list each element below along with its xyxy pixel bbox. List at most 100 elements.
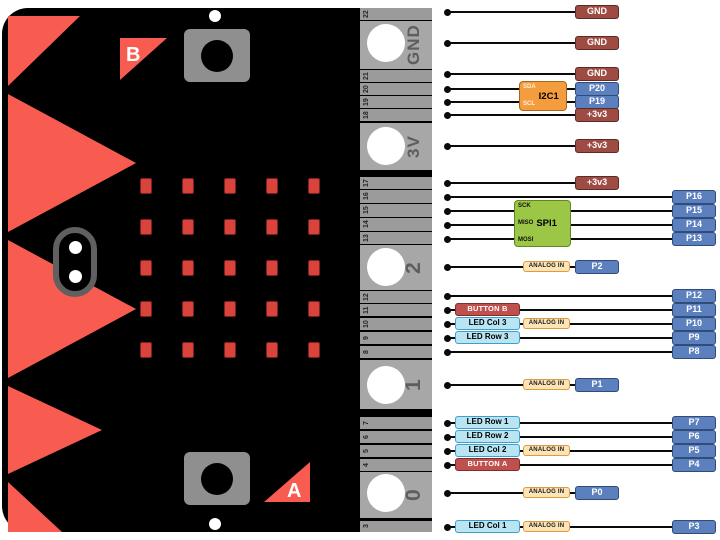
callout-line-GND (448, 42, 575, 44)
callout-dot-P2 (444, 264, 451, 271)
callout-dot-P8 (444, 349, 451, 356)
function-tag-button-a: BUTTON A (455, 458, 520, 471)
edge-pin-21: 21 (360, 70, 432, 82)
callout-dot-P3 (444, 524, 451, 531)
callout-line-P20 (448, 88, 575, 90)
callout-line-+3v3 (448, 145, 575, 147)
edge-pin-8: 8 (360, 346, 432, 358)
callout-dot-P12 (444, 293, 451, 300)
callout-dot-P13 (444, 236, 451, 243)
pin-box-p14: P14 (672, 218, 716, 232)
callout-dot-GND (444, 9, 451, 16)
function-tag-button-b: BUTTON B (455, 303, 520, 316)
led-r2-c4 (266, 219, 278, 235)
led-r4-c5 (308, 301, 320, 317)
i2c-scl-label: SCL (523, 101, 535, 107)
i2c1-pin-labels: SDA SCL (520, 82, 536, 110)
callout-dot-P20 (444, 86, 451, 93)
callout-dot-GND (444, 71, 451, 78)
pin-box-p3: P3 (672, 520, 716, 534)
callout-line-P4 (448, 464, 672, 466)
edge-pin-18: 18 (360, 109, 432, 121)
pin-box-gnd: GND (575, 36, 619, 50)
pin-box-3v3: +3v3 (575, 176, 619, 190)
button-b-label: B (126, 44, 140, 66)
led-r4-c4 (266, 301, 278, 317)
edge-pin-16: 16 (360, 190, 432, 203)
pin-box-p8: P8 (672, 345, 716, 359)
callout-dot-GND (444, 40, 451, 47)
callout-dot-+3v3 (444, 112, 451, 119)
edge-pin-19: 19 (360, 96, 432, 108)
led-r4-c2 (182, 301, 194, 317)
decoration-triangle (8, 16, 80, 86)
callout-dot-P10 (444, 321, 451, 328)
function-tag-led-col-2: LED Col 2 (455, 444, 520, 457)
led-r5-c1 (140, 342, 152, 358)
function-tag-led-row-3: LED Row 3 (455, 331, 520, 344)
callout-line-P11 (448, 309, 672, 311)
led-r3-c1 (140, 260, 152, 276)
callout-line-+3v3 (448, 114, 575, 116)
decoration-triangle (8, 386, 102, 474)
spi-mosi-label: MOSI (518, 237, 534, 243)
callout-dot-P16 (444, 194, 451, 201)
edge-pin-5: 5 (360, 445, 432, 457)
decoration-triangle (8, 482, 62, 532)
callout-line-+3v3 (448, 182, 575, 184)
pin-box-p2: P2 (575, 260, 619, 274)
logo-dot (68, 270, 82, 283)
pin-box-3v3: +3v3 (575, 108, 619, 122)
led-r4-c1 (140, 301, 152, 317)
edge-pad-hole-0 (367, 474, 405, 512)
function-tag-analog-in: ANALOG IN (523, 521, 570, 532)
edge-pin-10: 10 (360, 318, 432, 330)
button-a (184, 452, 250, 505)
callout-dot-P6 (444, 434, 451, 441)
edge-pin-3: 3 (360, 521, 432, 532)
led-r3-c2 (182, 260, 194, 276)
pin-box-p5: P5 (672, 444, 716, 458)
pin-box-p7: P7 (672, 416, 716, 430)
callout-line-P9 (448, 337, 672, 339)
i2c-sda-label: SDA (523, 84, 536, 90)
mounting-hole-top (209, 10, 221, 22)
led-r1-c3 (224, 178, 236, 194)
mounting-hole-bottom (209, 518, 221, 530)
edge-pin-11: 11 (360, 304, 432, 316)
callout-line-P2 (448, 266, 575, 268)
spi1-block: SCK MISO MOSI SPI1 (514, 200, 571, 247)
button-a-label-triangle (264, 462, 310, 502)
callout-dot-P0 (444, 490, 451, 497)
edge-pin-20: 20 (360, 83, 432, 95)
edge-pin-6: 6 (360, 431, 432, 443)
spi-sck-label: SCK (518, 203, 531, 209)
function-tag-led-col-3: LED Col 3 (455, 317, 520, 330)
edge-pad-hole-1 (367, 366, 405, 404)
callout-line-P12 (448, 295, 672, 297)
function-tag-led-row-2: LED Row 2 (455, 430, 520, 443)
callout-line-P0 (448, 492, 575, 494)
callout-line-GND (448, 73, 575, 75)
edge-pin-17: 17 (360, 177, 432, 189)
pin-box-p20: P20 (575, 82, 619, 96)
edge-pin-4: 4 (360, 459, 432, 471)
callout-line-P16 (448, 196, 672, 198)
pin-box-p9: P9 (672, 331, 716, 345)
led-r5-c2 (182, 342, 194, 358)
led-r2-c1 (140, 219, 152, 235)
spi1-pin-labels: SCK MISO MOSI (515, 201, 533, 246)
button-a-plunger (201, 462, 233, 495)
spi1-block-label: SPI1 (536, 218, 557, 229)
pin-box-p10: P10 (672, 317, 716, 331)
button-b-plunger (201, 39, 233, 72)
callout-dot-P15 (444, 208, 451, 215)
led-r3-c5 (308, 260, 320, 276)
function-tag-analog-in: ANALOG IN (523, 487, 570, 498)
function-tag-analog-in: ANALOG IN (523, 318, 570, 329)
button-b (184, 29, 250, 82)
